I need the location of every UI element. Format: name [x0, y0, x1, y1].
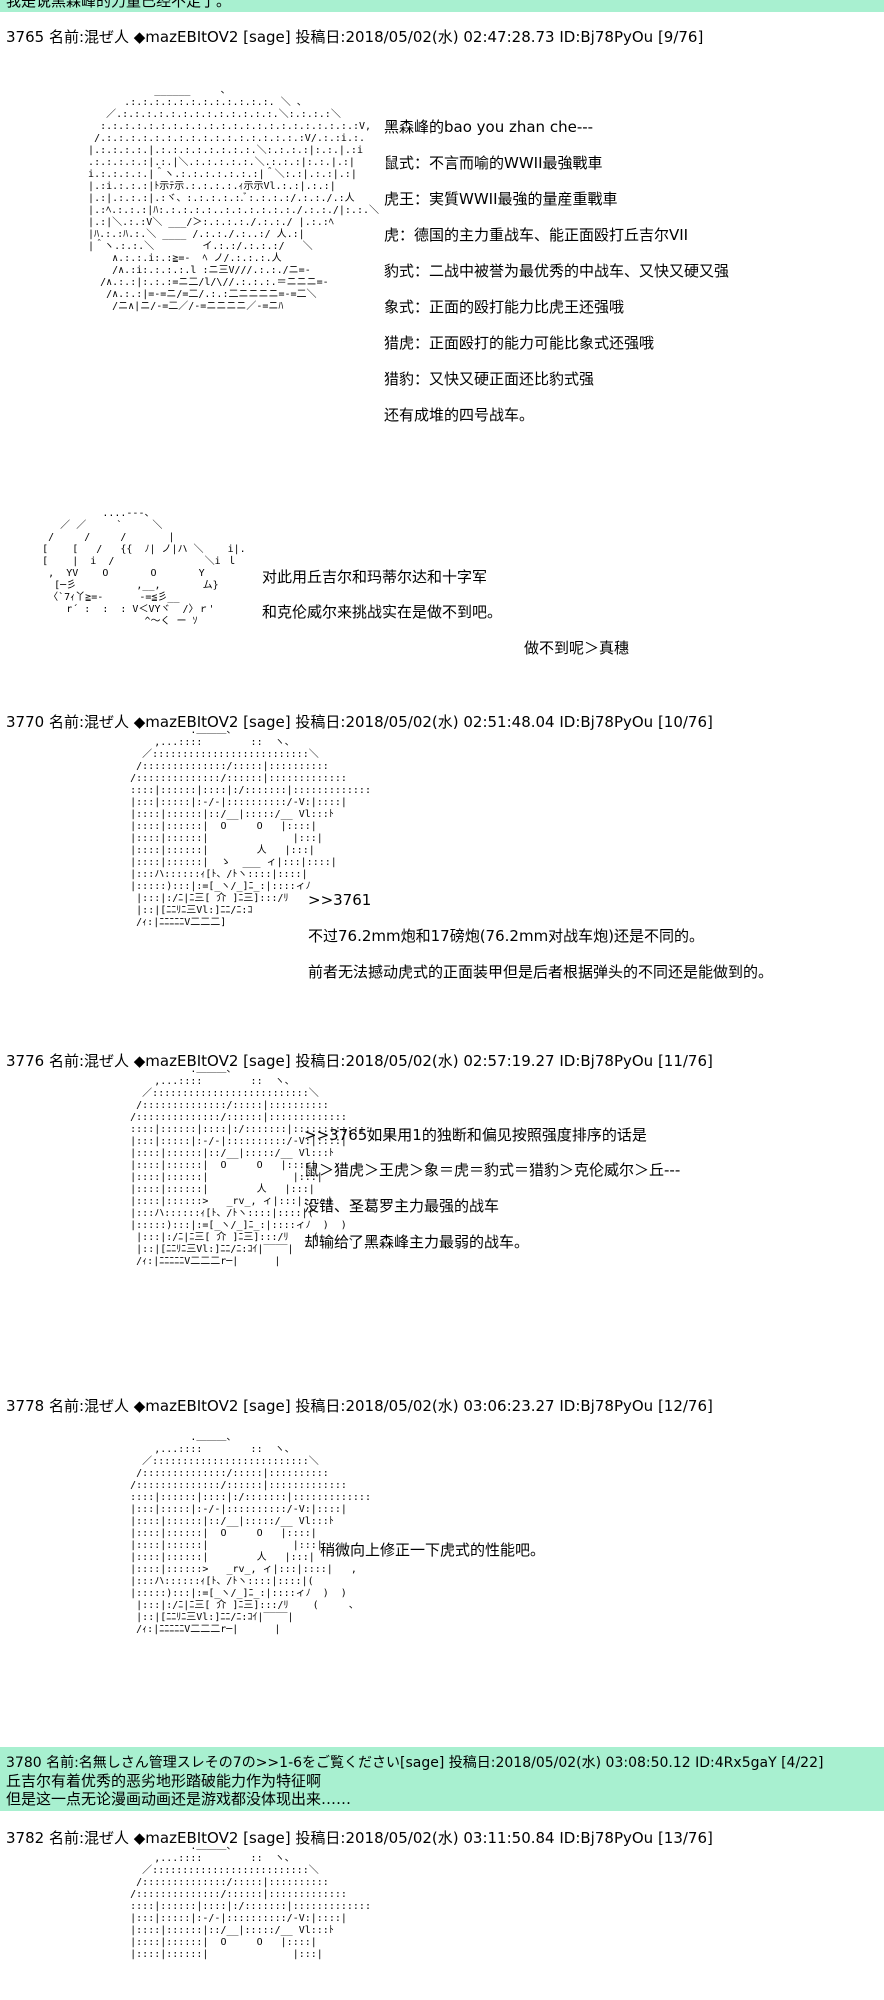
post-header-3765: 3765 名前:混ぜ人 ◆mazEBItOV2 [sage] 投稿日:2018/…	[6, 28, 704, 46]
post-3770-line-1: >>3761	[308, 891, 372, 909]
post-3776-line-1: >>3765如果用1的独断和偏见按照强度排序的话是	[304, 1126, 647, 1144]
post-3770-line-3: 前者无法撼动虎式的正面装甲但是后者根据弹头的不同还是能做到的。	[308, 963, 774, 981]
post-3765-line-4: 虎：德国的主力重战车、能正面殴打丘吉尔VII	[384, 226, 689, 244]
ascii-art-girl-1: ______ 、 .:.:.:.:.:.:.:.:.:.:.:.:. ＼ 、 ／…	[88, 85, 379, 312]
post-3770-line-2: 不过76.2mm炮和17磅炮(76.2mm对战车炮)还是不同的。	[308, 927, 705, 945]
post-3776-line-4: 却输给了黑森峰主力最弱的战车。	[304, 1233, 530, 1251]
post-3780-highlight-band	[0, 1747, 884, 1811]
post-header-3776: 3776 名前:混ぜ人 ◆mazEBItOV2 [sage] 投稿日:2018/…	[6, 1052, 713, 1070]
ascii-art-girl-3: .＿＿＿、 ,...:::: :: ヽ、 ／::::::::::::::::::…	[130, 725, 371, 928]
post-3776-line-3: 没错、圣葛罗主力最强的战车	[304, 1197, 500, 1215]
post-3765-line-9: 还有成堆的四号战车。	[384, 406, 535, 424]
post-3765-line-10: 对此用丘吉尔和玛蒂尔达和十字军	[262, 568, 488, 586]
post-3765-aside: 做不到呢＞真穗	[524, 639, 630, 657]
post-3765-line-1: 黑森峰的bao you zhan che---	[384, 118, 594, 136]
ascii-art-girl-2: ....---、 ／ ／ ` ＼ / / / | [ [ / {{ ﾉ| ノ|ハ…	[42, 508, 246, 627]
post-header-3782: 3782 名前:混ぜ人 ◆mazEBItOV2 [sage] 投稿日:2018/…	[6, 1829, 713, 1847]
post-3765-line-8: 猎豹：又快又硬正面还比豹式强	[384, 370, 595, 388]
ascii-art-girl-4: .＿＿＿、 ,...:::: :: ヽ、 ／::::::::::::::::::…	[130, 1064, 371, 1267]
post-3765-line-11: 和克伦威尔来挑战实在是做不到吧。	[262, 603, 503, 621]
post-3765-line-3: 虎王：実質WWII最強的量産重戰車	[384, 190, 618, 208]
post-header-3770: 3770 名前:混ぜ人 ◆mazEBItOV2 [sage] 投稿日:2018/…	[6, 713, 713, 731]
post-3780-line-1: 丘吉尔有着优秀的恶劣地形踏破能力作为特征啊	[6, 1772, 322, 1790]
ascii-art-girl-5: .＿＿＿、 ,...:::: :: ヽ、 ／::::::::::::::::::…	[130, 1432, 371, 1635]
post-header-3780: 3780 名前:名無しさん管理スレその7の>>1-6をご覧ください[sage] …	[6, 1755, 824, 1771]
top-band-text: 我是说黑森峰的力量已经不足了。	[6, 0, 232, 10]
post-3778-line-1: 稍微向上修正一下虎式的性能吧。	[320, 1541, 546, 1559]
post-3765-line-2: 鼠式：不言而喻的WWII最強戰車	[384, 154, 603, 172]
ascii-art-girl-6: .＿＿＿、 ,...:::: :: ヽ、 ／::::::::::::::::::…	[130, 1841, 371, 1960]
post-3776-line-2: 鼠＞猎虎＞王虎＞象＝虎＝豹式＝猎豹＞克伦威尔＞丘---	[304, 1161, 681, 1179]
post-header-3778: 3778 名前:混ぜ人 ◆mazEBItOV2 [sage] 投稿日:2018/…	[6, 1397, 713, 1415]
post-3765-line-7: 猎虎：正面殴打的能力可能比象式还强哦	[384, 334, 655, 352]
post-3765-line-6: 象式：正面的殴打能力比虎王还强哦	[384, 298, 625, 316]
post-3780-line-2: 但是这一点无论漫画动画还是游戏都没体现出来……	[6, 1790, 352, 1808]
top-highlight-band: 我是说黑森峰的力量已经不足了。	[0, 0, 884, 12]
post-3765-line-5: 豹式：二战中被誉为最优秀的中战车、又快又硬又强	[384, 262, 730, 280]
